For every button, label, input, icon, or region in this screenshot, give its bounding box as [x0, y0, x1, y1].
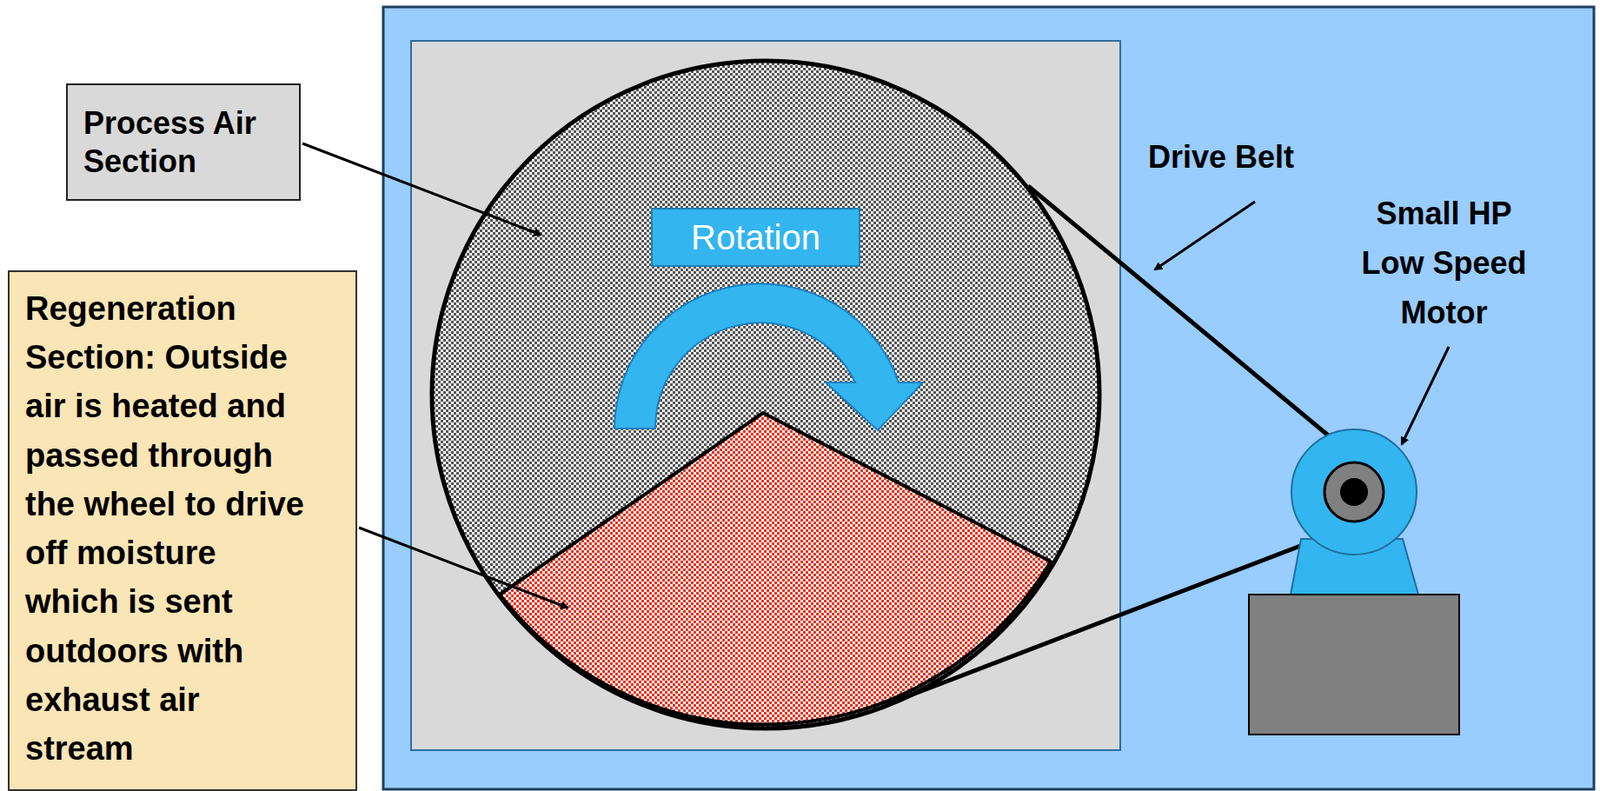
wheel-housing [411, 40, 1121, 751]
box-text: Regeneration Section: Outside air is hea… [25, 284, 311, 773]
motor-body [1291, 429, 1417, 555]
regeneration-box: Regeneration Section: Outside air is hea… [7, 270, 358, 791]
rotation-arrow [614, 283, 923, 431]
leader-line [1401, 346, 1449, 445]
drive-belt [1028, 185, 1362, 464]
leader-line [358, 527, 568, 608]
box-text: Process Air Section [83, 104, 284, 180]
drive-belt-label: Drive Belt [1148, 137, 1295, 179]
leader-line [1155, 201, 1255, 270]
motor-shaft [1340, 478, 1368, 506]
process-air-box: Process Air Section [66, 83, 301, 201]
unit-panel [383, 6, 1594, 790]
leader-line [302, 143, 541, 235]
rotation-box: Rotation [650, 207, 861, 267]
motor-pulley [1324, 462, 1384, 522]
motor-base [1248, 594, 1460, 735]
box-text: Rotation [663, 216, 849, 259]
desiccant-wheel [431, 60, 1100, 729]
motor-label: Small HP Low Speed Motor [1346, 189, 1542, 339]
regeneration-sector [499, 412, 1051, 725]
